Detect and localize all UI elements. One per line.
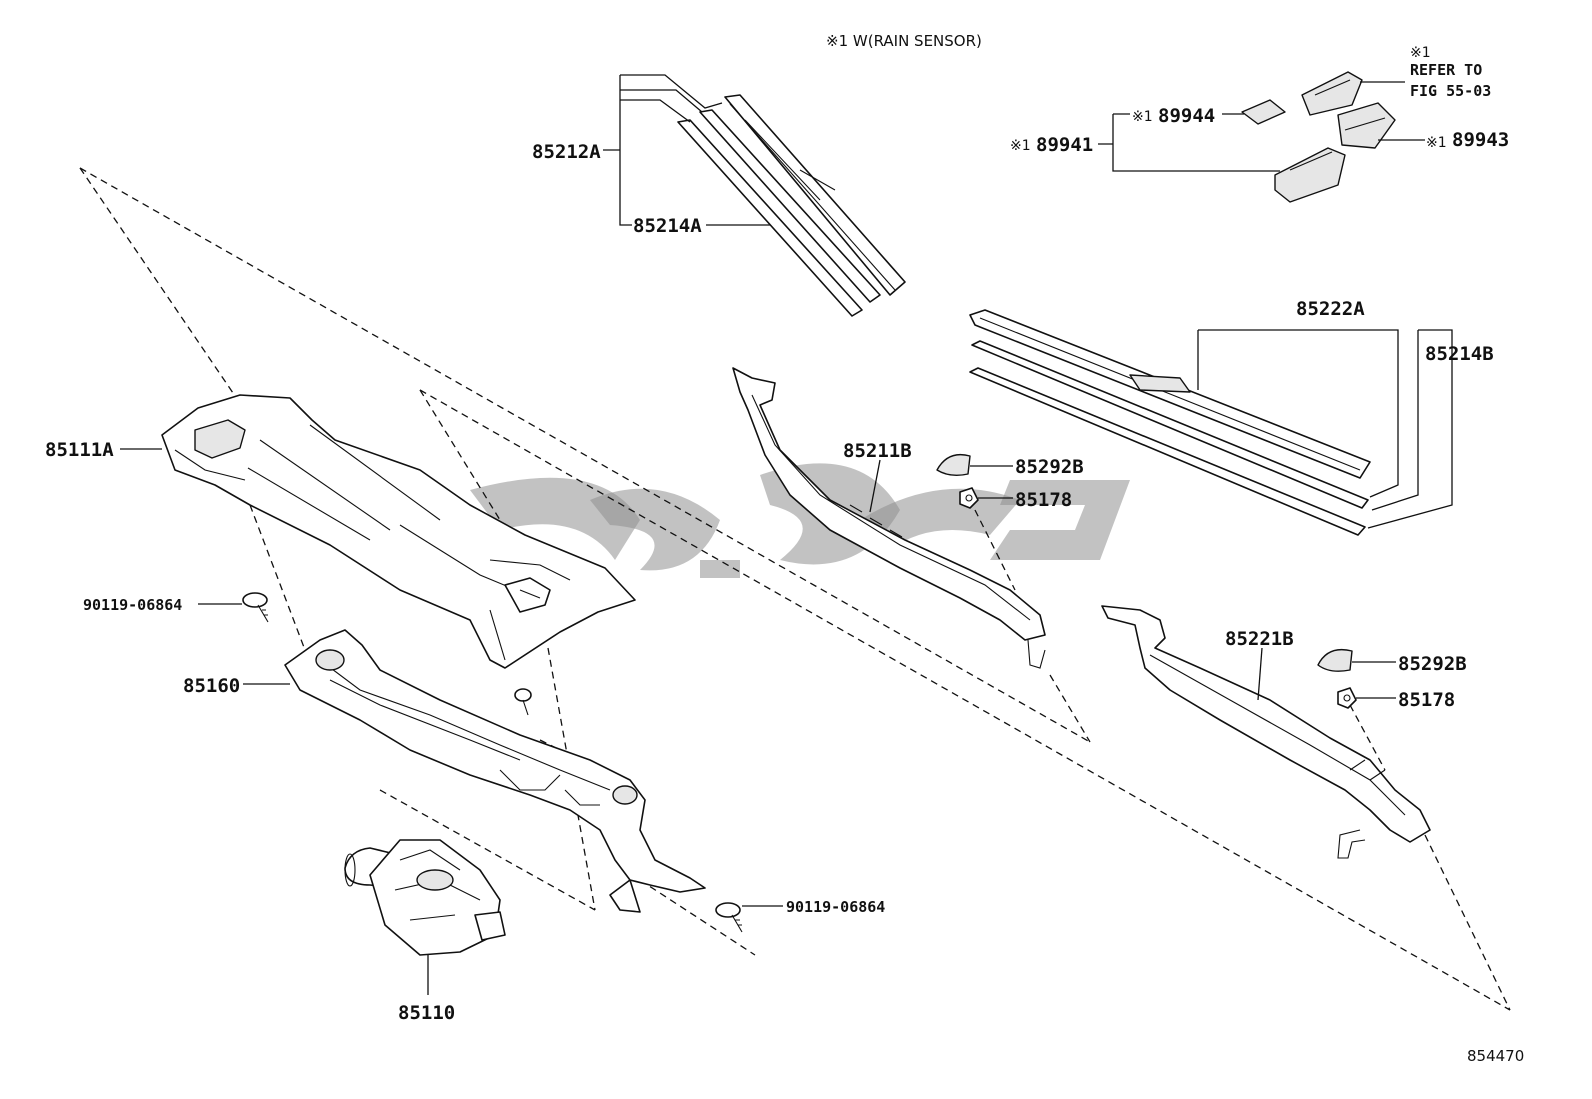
callout-refer-fig: ※1 REFER TO FIG 55-03 [1360,45,1491,100]
svg-text:85292B: 85292B [1398,653,1467,675]
wiper-motor-85110 [344,839,506,956]
callout-90119-top: 90119-06864 [83,596,242,614]
wiper-arm-85221B [1101,605,1431,859]
callout-85212A: 85212A [532,74,723,163]
callout-85222A: 85222A [1197,298,1453,529]
callout-89941: ※1 89941 [1010,113,1280,172]
svg-text:85212A: 85212A [532,141,601,163]
svg-text:85178: 85178 [1015,489,1072,511]
callout-85221B: 85221B [1225,628,1294,701]
callout-85111A: 85111A [45,439,162,461]
bolt-90119-top [242,592,269,623]
svg-text:90119-06864: 90119-06864 [83,596,182,614]
cowl-panel-85111A [161,394,636,669]
svg-text:85214B: 85214B [1425,343,1494,365]
callout-89943: ※1 89943 [1378,129,1509,151]
svg-text:89943: 89943 [1452,129,1509,151]
svg-text:85292B: 85292B [1015,456,1084,478]
assembly-lines [79,167,1511,1011]
svg-text:85214A: 85214A [633,215,702,237]
callout-85292B-top: 85292B [970,456,1084,478]
svg-text:85178: 85178 [1398,689,1455,711]
svg-text:※1: ※1 [1010,138,1031,154]
cap-85292B-top [936,453,971,477]
svg-text:85211B: 85211B [843,440,912,462]
svg-text:85222A: 85222A [1296,298,1365,320]
svg-text:※1: ※1 [1132,109,1153,125]
nut-85178-bottom [1337,687,1357,709]
callout-89944: ※1 89944 [1132,105,1244,127]
small-bolt-linkage [514,688,532,716]
callout-85160: 85160 [183,675,290,697]
callout-85178-top: 85178 [978,489,1072,511]
svg-text:※1: ※1 [1426,135,1447,151]
svg-text:85110: 85110 [398,1002,455,1024]
callout-85214A: 85214A [619,150,770,237]
rain-sensor-note: ※1 W(RAIN SENSOR) [826,32,982,50]
callout-90119-bottom: 90119-06864 [742,898,885,916]
svg-text:89941: 89941 [1036,134,1093,156]
svg-text:89944: 89944 [1158,105,1215,127]
cap-85292B-bottom [1317,648,1353,672]
callout-85211B: 85211B [843,440,912,513]
callout-85110: 85110 [398,955,455,1024]
svg-text:85221B: 85221B [1225,628,1294,650]
wiper-link-85160 [284,629,706,913]
rain-sensor-bracket-89943 [1337,102,1396,149]
svg-text:※1: ※1 [1410,45,1431,61]
callout-85292B-bottom: 85292B [1352,653,1467,675]
rain-sensor-89941 [1274,147,1346,203]
figure-number: 854470 [1467,1047,1524,1065]
callout-85214B: 85214B [1425,343,1494,365]
wiper-arm-85211B [732,367,1046,669]
svg-text:REFER TO: REFER TO [1410,61,1482,79]
nut-85178-top [959,487,979,509]
svg-text:85111A: 85111A [45,439,114,461]
callout-85178-bottom: 85178 [1356,689,1455,711]
bolt-90119-bottom [715,902,743,933]
rain-sensor-cover-89944 [1241,99,1286,125]
wiper-blade-85222A [969,309,1371,536]
svg-text:85160: 85160 [183,675,240,697]
svg-text:FIG 55-03: FIG 55-03 [1410,82,1491,100]
rain-sensor-ref-part [1301,71,1363,116]
svg-text:90119-06864: 90119-06864 [786,898,885,916]
wiper-blade-85212A [677,94,906,317]
